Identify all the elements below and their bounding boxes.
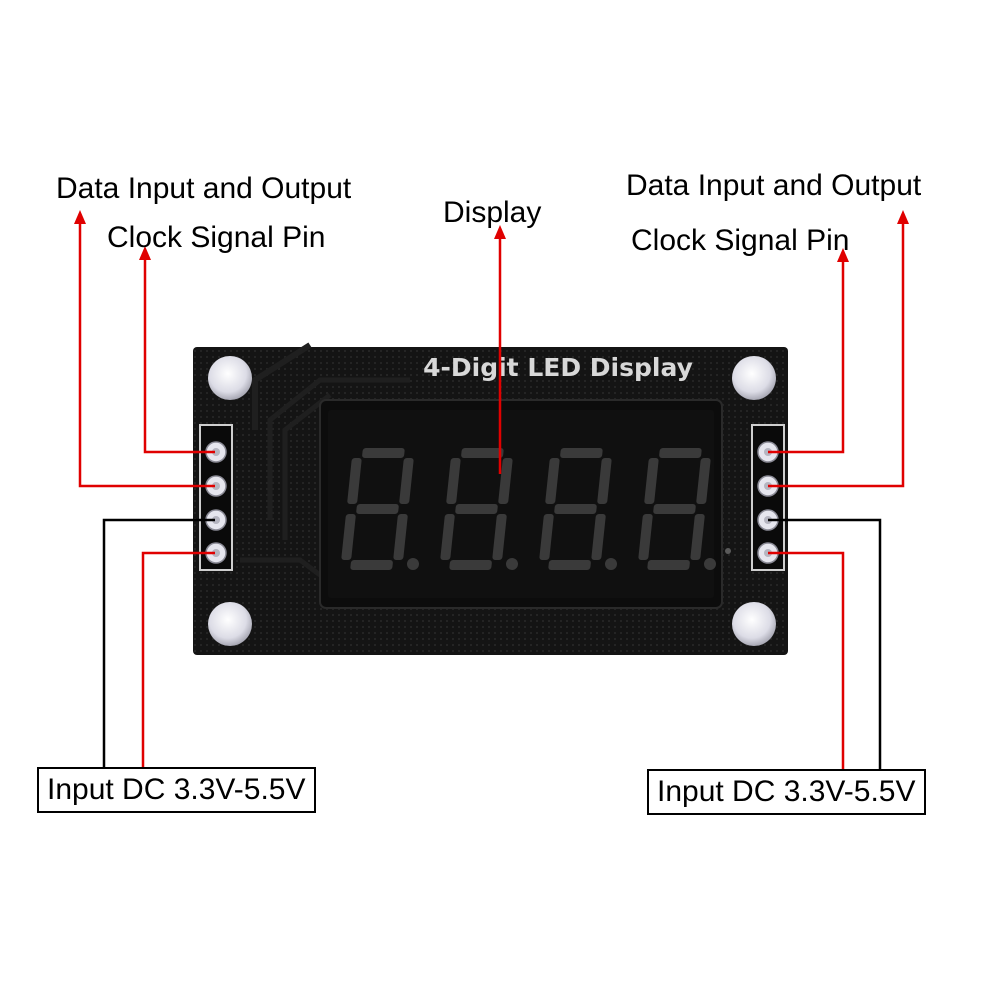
right-pin-header: [751, 424, 785, 571]
line-right-data: [768, 210, 909, 488]
label-left-clock-pin: Clock Signal Pin: [107, 221, 326, 254]
digit-4: [638, 448, 711, 570]
digit-2: [440, 448, 513, 570]
mounting-hole-top-left: [208, 356, 252, 400]
line-left-gnd: [102, 518, 215, 768]
label-right-data-io: Data Input and Output: [626, 169, 922, 202]
label-display: Display: [443, 196, 542, 229]
leader-lines: [74, 210, 909, 770]
line-right-clock: [768, 248, 849, 454]
decimal-point-1: [407, 558, 419, 570]
line-left-clock: [139, 246, 215, 454]
decimal-point-2: [506, 558, 518, 570]
line-left-data: [74, 210, 215, 488]
decimal-point-4: [704, 558, 716, 570]
colon-dot: [725, 548, 731, 554]
mounting-hole-bottom-right: [732, 602, 776, 646]
mounting-holes: [208, 356, 776, 646]
left-pin-hole-1: [212, 448, 220, 456]
led-display: [319, 399, 731, 609]
decimal-point-3: [605, 558, 617, 570]
label-right-power-input: Input DC 3.3V-5.5V: [647, 769, 926, 815]
mounting-hole-top-right: [732, 356, 776, 400]
line-left-vcc: [141, 551, 215, 768]
line-right-gnd: [768, 518, 882, 770]
digit-1: [341, 448, 414, 570]
label-right-clock-pin: Clock Signal Pin: [631, 224, 850, 257]
label-left-data-io: Data Input and Output: [56, 172, 352, 205]
left-pin-hole-2: [212, 482, 220, 490]
left-pin-hole-4: [212, 549, 220, 557]
left-pin-hole-3: [212, 516, 220, 524]
left-pin-header: [199, 424, 233, 571]
board-title: 4-Digit LED Display: [423, 353, 693, 382]
mounting-hole-bottom-left: [208, 602, 252, 646]
line-right-vcc: [768, 551, 845, 770]
display-digits: [341, 448, 716, 570]
digit-3: [539, 448, 612, 570]
label-left-power-input: Input DC 3.3V-5.5V: [37, 767, 316, 813]
